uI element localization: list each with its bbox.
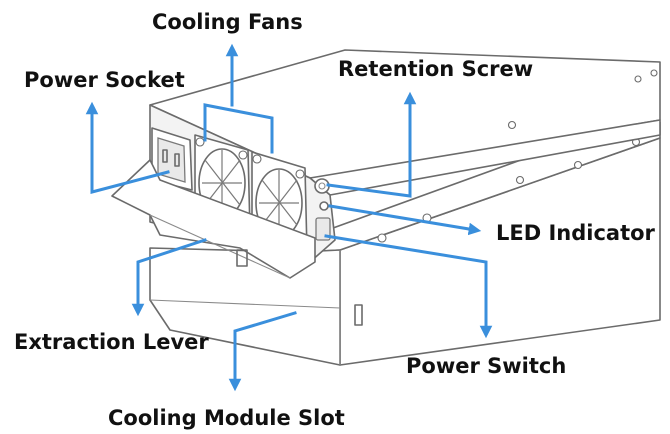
extraction-lever-tab: [236, 249, 248, 267]
extraction-lever: [111, 159, 316, 279]
callout-retention-screw: [326, 91, 417, 198]
callout-arrows: [85, 43, 493, 392]
power-socket-pin: [174, 153, 180, 167]
module-top-screw: [634, 75, 642, 83]
housing-screw: [377, 233, 387, 243]
label-led-indicator: LED Indicator: [496, 221, 656, 245]
label-power-socket: Power Socket: [24, 68, 185, 92]
extraction-lever-plate: [111, 159, 316, 279]
housing-slot-notch: [354, 304, 363, 326]
fan-grill: [202, 150, 242, 215]
label-power-switch: Power Switch: [406, 354, 566, 378]
callout-cooling-module-slot: [228, 311, 297, 392]
module-top-screw: [650, 69, 658, 77]
fan-grill: [259, 170, 299, 235]
callout-power-socket: [85, 101, 170, 194]
power-switch: [315, 217, 331, 241]
fan-screw: [295, 169, 305, 179]
callout-power-switch: [324, 234, 493, 339]
label-extraction-lever: Extraction Lever: [14, 330, 209, 354]
extraction-lever-edge: [149, 214, 291, 279]
fan-screw: [195, 137, 205, 147]
label-retention-screw: Retention Screw: [338, 57, 533, 81]
callout-extraction-lever: [131, 238, 207, 317]
module-top-screw: [507, 120, 517, 130]
power-socket-pin: [162, 149, 168, 163]
label-cooling-module-slot: Cooling Module Slot: [108, 406, 345, 430]
retention-screw-inner: [318, 182, 326, 190]
led-indicator: [319, 201, 329, 211]
power-socket-inner: [157, 137, 186, 183]
fan-screw: [238, 150, 248, 160]
module-top-screw: [573, 160, 583, 170]
callout-led-indicator: [328, 204, 482, 236]
housing-lower-lip: [149, 299, 341, 309]
fan-screw: [252, 154, 262, 164]
housing-screw: [515, 175, 525, 185]
callout-cooling-fans-bracket: [203, 103, 274, 154]
callout-labels: Cooling Fans Power Socket Retention Scre…: [14, 10, 656, 430]
label-cooling-fans: Cooling Fans: [152, 10, 303, 34]
